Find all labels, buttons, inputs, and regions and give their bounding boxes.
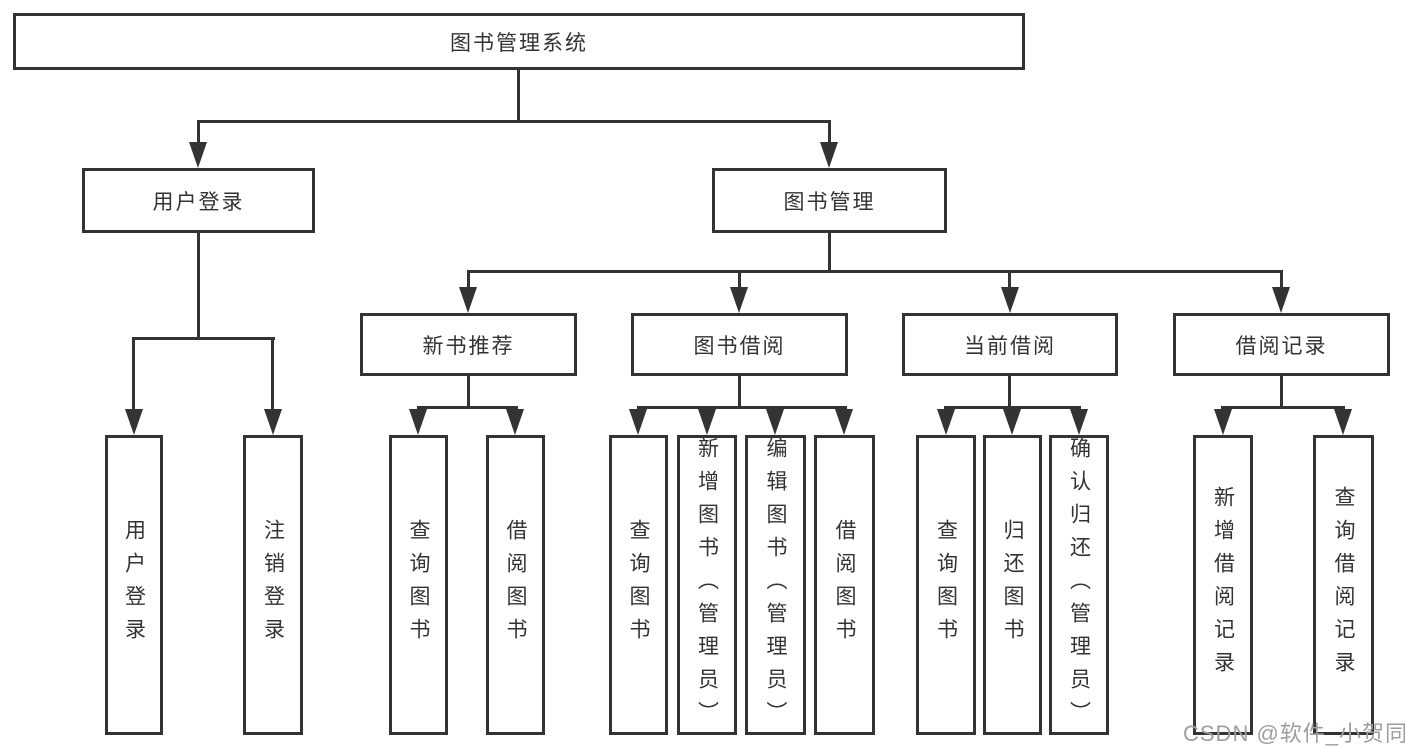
- arrowhead-book-mgmt: [820, 142, 838, 168]
- edge-user-login-rail: [132, 337, 275, 340]
- arrowhead-borrow-records: [1272, 287, 1290, 313]
- arrowhead-user-login: [189, 142, 207, 168]
- leaf-query-books-3-label: 查询图书: [934, 519, 958, 651]
- leaf-edit-books-admin-label: 编辑图书（管理员）: [764, 436, 787, 734]
- arrowhead-leaf-return-books: [1003, 409, 1021, 435]
- node-new-book-recommend: 新书推荐: [360, 313, 577, 376]
- arrowhead-leaf-user-login: [125, 409, 143, 435]
- leaf-borrow-books-2: 借阅图书: [814, 435, 875, 735]
- node-borrow-records-label: 借阅记录: [1235, 334, 1328, 358]
- arrowhead-current-borrow: [1001, 287, 1019, 313]
- edge-book-mgmt-rail: [467, 270, 1283, 273]
- leaf-add-borrow-record: 新增借阅记录: [1193, 435, 1253, 735]
- edge-drop-borrow-records: [1280, 270, 1283, 287]
- edge-current-borrow-stem: [1008, 374, 1011, 409]
- edge-new-book-rec-rail: [417, 406, 518, 409]
- node-user-login: 用户登录: [82, 168, 315, 233]
- watermark-text: CSDN @软件_小贺同学: [1183, 721, 1405, 746]
- leaf-add-borrow-record-label: 新增借阅记录: [1211, 486, 1235, 684]
- node-book-mgmt: 图书管理: [712, 168, 947, 233]
- edge-borrow-records-rail: [1221, 406, 1345, 409]
- edge-user-login-stem: [197, 231, 200, 340]
- leaf-query-books-2: 查询图书: [609, 435, 668, 735]
- arrowhead-leaf-query-borrow-record: [1334, 409, 1352, 435]
- edge-current-borrow-rail: [944, 406, 1081, 409]
- edge-book-borrow-stem: [738, 374, 741, 409]
- edge-root-stem: [517, 70, 520, 123]
- leaf-confirm-return-admin: 确认归还（管理员）: [1049, 435, 1109, 735]
- arrowhead-leaf-edit-books: [766, 409, 784, 435]
- leaf-borrow-books-2-label: 借阅图书: [833, 519, 856, 651]
- arrowhead-leaf-borrow-books-1: [506, 409, 524, 435]
- node-current-borrow-label: 当前借阅: [964, 334, 1056, 358]
- node-book-mgmt-label: 图书管理: [783, 190, 876, 214]
- arrowhead-leaf-query-books-2: [629, 409, 647, 435]
- leaf-add-books-admin: 新增图书（管理员）: [677, 435, 737, 735]
- arrowhead-leaf-borrow-books-2: [835, 409, 853, 435]
- node-new-book-recommend-label: 新书推荐: [422, 334, 515, 358]
- arrowhead-leaf-add-borrow-record: [1214, 409, 1232, 435]
- arrowhead-leaf-add-books: [698, 409, 716, 435]
- leaf-logout: 注销登录: [243, 435, 303, 735]
- leaf-query-borrow-record: 查询借阅记录: [1313, 435, 1374, 735]
- edge-drop-new-book-rec: [467, 270, 470, 287]
- arrowhead-leaf-query-books-1: [409, 409, 427, 435]
- node-user-login-label: 用户登录: [152, 190, 245, 214]
- edge-root-rail: [197, 120, 831, 123]
- edge-book-mgmt-stem: [828, 231, 831, 273]
- arrowhead-book-borrow: [730, 287, 748, 313]
- arrowhead-leaf-confirm-return: [1070, 409, 1088, 435]
- arrowhead-leaf-logout: [264, 409, 282, 435]
- leaf-return-books-label: 归还图书: [1001, 519, 1024, 651]
- node-book-borrow-label: 图书借阅: [693, 334, 786, 358]
- leaf-user-login: 用户登录: [105, 435, 163, 735]
- leaf-logout-label: 注销登录: [261, 519, 285, 651]
- node-book-borrow: 图书借阅: [631, 313, 848, 376]
- leaf-edit-books-admin: 编辑图书（管理员）: [745, 435, 806, 735]
- leaf-borrow-books-1-label: 借阅图书: [504, 519, 527, 651]
- edge-drop-book-mgmt: [828, 120, 831, 142]
- node-borrow-records: 借阅记录: [1173, 313, 1390, 376]
- edge-new-book-rec-stem: [467, 374, 470, 409]
- leaf-add-books-admin-label: 新增图书（管理员）: [695, 436, 719, 734]
- arrowhead-new-book-rec: [459, 287, 477, 313]
- edge-borrow-records-stem: [1280, 374, 1283, 409]
- edge-drop-book-borrow: [738, 270, 741, 287]
- edge-book-borrow-rail: [637, 406, 847, 409]
- leaf-query-borrow-record-label: 查询借阅记录: [1332, 486, 1355, 684]
- edge-drop-current-borrow: [1008, 270, 1011, 287]
- leaf-query-books-1: 查询图书: [389, 435, 448, 735]
- node-current-borrow: 当前借阅: [902, 313, 1118, 376]
- edge-drop-user-login: [197, 120, 200, 142]
- leaf-borrow-books-1: 借阅图书: [486, 435, 545, 735]
- node-root: 图书管理系统: [13, 13, 1025, 70]
- leaf-return-books: 归还图书: [983, 435, 1042, 735]
- node-root-label: 图书管理系统: [450, 31, 588, 55]
- arrowhead-leaf-query-books-3: [937, 409, 955, 435]
- edge-drop-leaf-user-login: [132, 337, 135, 409]
- leaf-query-books-1-label: 查询图书: [407, 519, 430, 651]
- leaf-user-login-label: 用户登录: [122, 519, 146, 651]
- edge-drop-leaf-logout: [271, 337, 274, 409]
- leaf-confirm-return-admin-label: 确认归还（管理员）: [1067, 436, 1091, 734]
- leaf-query-books-3: 查询图书: [916, 435, 976, 735]
- leaf-query-books-2-label: 查询图书: [627, 519, 650, 651]
